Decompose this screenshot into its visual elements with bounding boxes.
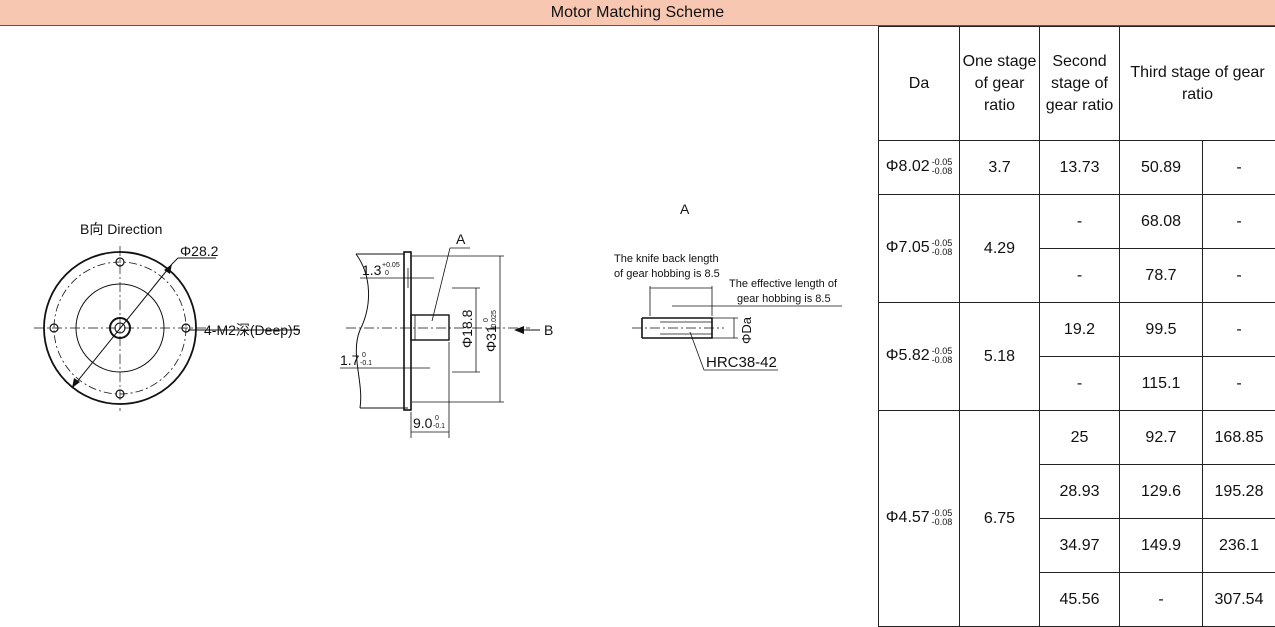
side-dim-mid-tol-upper: 0 (362, 352, 366, 359)
third-stage-cell-a: 50.89 (1119, 140, 1203, 195)
second-stage-cell: 13.73 (1039, 140, 1120, 195)
detail-effective-line2: gear hobbing is 8.5 (737, 293, 831, 305)
detail-a-title: A (680, 201, 690, 217)
side-dim-mid-tol-lower: -0.1 (360, 360, 372, 367)
table-row: - 78.7 - (879, 248, 1275, 303)
third-stage-cell-a: 99.5 (1119, 302, 1203, 357)
b-direction-view: B向 Direction (34, 221, 300, 411)
third-stage-cell-a: - (1119, 572, 1203, 627)
side-flange-diameter: Φ31 (483, 325, 499, 352)
gear-ratio-table: Da One stage of gear ratio Second stage … (878, 26, 1275, 627)
side-dim-bottom: 9.0 (413, 415, 433, 431)
third-stage-cell-a: 68.08 (1119, 194, 1203, 249)
side-shaft-diameter: Φ18.8 (459, 309, 475, 348)
side-flange-tol-upper: 0 (483, 318, 490, 322)
header-one-stage: One stage of gear ratio (959, 26, 1040, 141)
one-stage-cell: 3.7 (959, 140, 1040, 195)
page-title: Motor Matching Scheme (550, 3, 725, 21)
side-view (340, 247, 540, 438)
second-stage-cell: 19.2 (1039, 302, 1120, 357)
detail-a-view (632, 286, 842, 371)
third-stage-cell-b: 236.1 (1202, 518, 1275, 573)
da-tolerance: -0.05-0.08 (931, 346, 953, 366)
side-detail-label: A (456, 231, 466, 247)
side-dim-top-tol-upper: +0.05 (382, 262, 400, 269)
side-dim-bottom-tol-upper: 0 (435, 415, 439, 422)
header-bar: Motor Matching Scheme (0, 0, 1275, 26)
third-stage-cell-b: 168.85 (1202, 410, 1275, 465)
side-dim-top: 1.3 (362, 262, 382, 278)
third-stage-cell-b: - (1202, 248, 1275, 303)
b-view-title: B向 Direction (80, 221, 162, 237)
side-dim-bottom-tol-lower: -0.1 (433, 423, 445, 430)
one-stage-cell: 4.29 (959, 194, 1040, 303)
third-stage-cell-a: 92.7 (1119, 410, 1203, 465)
second-stage-cell: - (1039, 194, 1120, 249)
detail-effective-line1: The effective length of (729, 278, 838, 290)
da-tolerance: -0.05-0.08 (931, 508, 953, 528)
third-stage-cell-a: 149.9 (1119, 518, 1203, 573)
da-tolerance: -0.05-0.08 (931, 157, 953, 177)
da-cell: Φ7.05-0.05-0.08 (878, 194, 960, 303)
da-cell: Φ8.02-0.05-0.08 (878, 140, 960, 195)
table-row: 45.56 - 307.54 (879, 572, 1275, 627)
one-stage-cell: 5.18 (959, 302, 1040, 411)
detail-shaft-label: ΦDa (739, 316, 754, 344)
b-view-holes: 4-M2深(Deep)5 (204, 322, 301, 338)
motor-drawing: B向 Direction Φ28.2 4-M2深(Deep)5 (34, 201, 842, 438)
table-row: Φ4.57-0.05-0.08 6.75 25 92.7 168.85 (878, 410, 1275, 627)
header-da: Da (878, 26, 960, 141)
da-cell: Φ4.57-0.05-0.08 (878, 410, 960, 627)
detail-knife-back-line1: The knife back length (614, 253, 719, 265)
side-dim-top-tol-lower: 0 (385, 270, 389, 277)
second-stage-cell: 25 (1039, 410, 1120, 465)
second-stage-cell: - (1039, 248, 1120, 303)
side-view-arrow-label: B (544, 322, 553, 338)
table-row: Φ7.05-0.05-0.08 4.29 - 68.08 - (878, 194, 1275, 303)
table-row: - 115.1 - (879, 356, 1275, 411)
da-cell: Φ5.82-0.05-0.08 (878, 302, 960, 411)
one-stage-cell: 6.75 (959, 410, 1040, 627)
third-stage-cell-b: - (1202, 194, 1275, 249)
second-stage-cell: 28.93 (1039, 464, 1120, 519)
second-stage-cell: 34.97 (1039, 518, 1120, 573)
second-stage-cell: 45.56 (1039, 572, 1120, 627)
third-stage-cell-b: - (1202, 140, 1275, 195)
table-header-row: Da One stage of gear ratio Second stage … (878, 26, 1275, 141)
third-stage-cell-b: - (1202, 302, 1275, 357)
header-second-stage: Second stage of gear ratio (1039, 26, 1120, 141)
third-stage-cell-b: 307.54 (1202, 572, 1275, 627)
table-row: Φ5.82-0.05-0.08 5.18 19.2 99.5 - (878, 302, 1275, 411)
table-row: Φ8.02-0.05-0.08 3.7 13.73 50.89 - (878, 140, 1275, 195)
third-stage-cell-a: 129.6 (1119, 464, 1203, 519)
header-third-stage: Third stage of gear ratio (1119, 26, 1275, 141)
third-stage-cell-b: 195.28 (1202, 464, 1275, 519)
detail-knife-back-line2: of gear hobbing is 8.5 (614, 268, 720, 280)
da-tolerance: -0.05-0.08 (931, 238, 953, 258)
b-view-diameter: Φ28.2 (180, 243, 219, 259)
third-stage-cell-a: 78.7 (1119, 248, 1203, 303)
detail-hardness: HRC38-42 (706, 354, 777, 371)
third-stage-cell-a: 115.1 (1119, 356, 1203, 411)
third-stage-cell-b: - (1202, 356, 1275, 411)
table-row: 28.93 129.6 195.28 (879, 464, 1275, 519)
side-dim-mid: 1.7 (340, 352, 360, 368)
side-flange-tol-lower: -0.025 (491, 310, 498, 330)
second-stage-cell: - (1039, 356, 1120, 411)
